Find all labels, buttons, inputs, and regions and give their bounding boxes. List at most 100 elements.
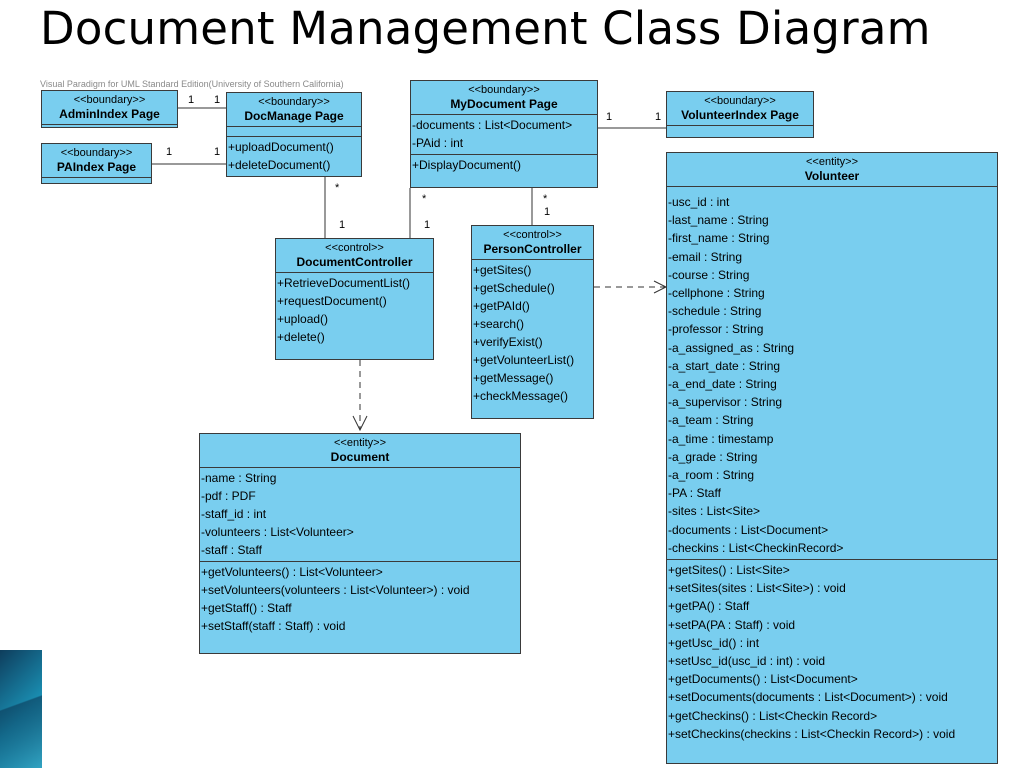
class-name: AdminIndex Page xyxy=(59,107,160,121)
class-person-controller[interactable]: <<control>> PersonController +getSites()… xyxy=(471,225,594,419)
attribute: -sites : List<Site> xyxy=(668,504,761,519)
class-header: <<boundary>> DocManage Page xyxy=(227,93,361,127)
operation: +setUsc_id(usc_id : int) : void xyxy=(668,654,826,669)
attribute: -pdf : PDF xyxy=(201,489,256,503)
operation: +getDocuments() : List<Document> xyxy=(668,672,858,687)
operation: +getUsc_id() : int xyxy=(668,635,760,650)
attribute: -cellphone : String xyxy=(668,286,765,301)
operation: +RetrieveDocumentList() xyxy=(277,276,411,290)
operation: +getVolunteers() : List<Volunteer> xyxy=(201,565,383,579)
attribute: -schedule : String xyxy=(668,304,762,319)
operation: +setPA(PA : Staff) : void xyxy=(668,617,796,632)
class-header: <<control>> DocumentController xyxy=(276,239,433,273)
operation: +uploadDocument() xyxy=(228,140,334,154)
class-name: Document xyxy=(330,450,390,464)
attribute: -name : String xyxy=(201,471,277,485)
operation: +setStaff(staff : Staff) : void xyxy=(201,619,346,633)
class-volunteer[interactable]: <<entity>> Volunteer -usc_id : int -last… xyxy=(666,152,998,764)
attribute: -PA : Staff xyxy=(668,486,721,501)
operation: +deleteDocument() xyxy=(228,158,331,172)
attribute: -documents : List<Document> xyxy=(668,522,829,537)
multiplicity-label: 1 xyxy=(544,206,551,218)
class-header: <<control>> PersonController xyxy=(472,226,593,260)
operation: +getSchedule() xyxy=(473,281,555,295)
stereotype-label: <<entity>> xyxy=(806,156,858,168)
operation: +getCheckins() : List<Checkin Record> xyxy=(668,708,878,723)
multiplicity-label: 1 xyxy=(166,146,173,158)
attribute: -a_time : timestamp xyxy=(668,431,774,446)
class-mydocument-page[interactable]: <<boundary>> MyDocument Page -documents … xyxy=(410,80,598,188)
operation: +upload() xyxy=(277,312,329,326)
class-document-controller[interactable]: <<control>> DocumentController +Retrieve… xyxy=(275,238,434,360)
multiplicity-label: 1 xyxy=(214,146,221,158)
attribute: -checkins : List<CheckinRecord> xyxy=(668,540,844,555)
attributes-section: -name : String -pdf : PDF -staff_id : in… xyxy=(200,468,520,562)
operation: +search() xyxy=(473,317,525,331)
class-header: <<boundary>> VolunteerIndex Page xyxy=(667,92,813,126)
stereotype-label: <<boundary>> xyxy=(468,84,540,96)
attribute: -staff : Staff xyxy=(201,543,262,557)
operation: +getPA() : Staff xyxy=(668,599,750,614)
multiplicity-label: 1 xyxy=(188,94,195,106)
operations-section: +getSites() +getSchedule() +getPAId() +s… xyxy=(472,260,593,407)
operation: +getStaff() : Staff xyxy=(201,601,292,615)
attribute: -PAid : int xyxy=(412,136,464,150)
attribute: -a_assigned_as : String xyxy=(668,340,795,355)
operation: +getSites() xyxy=(473,263,532,277)
attribute: -a_team : String xyxy=(668,413,754,428)
attribute: -a_start_date : String xyxy=(668,358,781,373)
operation: +requestDocument() xyxy=(277,294,387,308)
multiplicity-label: 1 xyxy=(424,219,431,231)
corner-accent-shadow xyxy=(0,650,42,768)
class-name: DocManage Page xyxy=(244,109,344,123)
stereotype-label: <<boundary>> xyxy=(60,147,133,159)
class-admin-index-page[interactable]: <<boundary>> AdminIndex Page xyxy=(41,90,178,128)
class-header: <<entity>> Volunteer xyxy=(667,153,997,187)
operation: +setVolunteers(volunteers : List<Volunte… xyxy=(201,583,470,597)
attribute: -a_room : String xyxy=(668,468,755,483)
attribute: -usc_id : int xyxy=(668,195,730,209)
operation: +getMessage() xyxy=(473,371,554,385)
attribute: -course : String xyxy=(668,267,750,282)
stereotype-label: <<control>> xyxy=(503,229,562,241)
stereotype-label: <<boundary>> xyxy=(73,94,146,106)
class-document[interactable]: <<entity>> Document -name : String -pdf … xyxy=(199,433,521,654)
class-name: VolunteerIndex Page xyxy=(681,108,799,122)
attribute: -a_grade : String xyxy=(668,449,758,464)
multiplicity-label: 1 xyxy=(214,94,221,106)
stereotype-label: <<control>> xyxy=(325,242,384,254)
multiplicity-label: 1 xyxy=(339,219,346,231)
operation: +setDocuments(documents : List<Document>… xyxy=(668,690,948,705)
operation: +getPAId() xyxy=(473,299,530,313)
operations-section: +getVolunteers() : List<Volunteer> +setV… xyxy=(200,562,520,637)
attributes-section xyxy=(227,127,361,137)
attributes-section: -usc_id : int -last_name : String -first… xyxy=(667,187,997,561)
operations-section: +uploadDocument() +deleteDocument() xyxy=(227,137,361,176)
stereotype-label: <<boundary>> xyxy=(704,95,776,107)
class-pa-index-page[interactable]: <<boundary>> PAIndex Page xyxy=(41,143,152,184)
attribute: -volunteers : List<Volunteer> xyxy=(201,525,354,539)
attribute: -a_end_date : String xyxy=(668,377,777,392)
attribute: -email : String xyxy=(668,249,743,264)
class-docmanage-page[interactable]: <<boundary>> DocManage Page +uploadDocum… xyxy=(226,92,362,177)
multiplicity-label: 1 xyxy=(606,111,613,123)
class-name: PersonController xyxy=(483,242,582,256)
class-header: <<boundary>> AdminIndex Page xyxy=(42,91,177,125)
class-name: Volunteer xyxy=(804,169,860,183)
attribute: -a_supervisor : String xyxy=(668,395,783,410)
class-volunteerindex-page[interactable]: <<boundary>> VolunteerIndex Page xyxy=(666,91,814,138)
operation: +DisplayDocument() xyxy=(412,158,522,172)
operation: +checkMessage() xyxy=(473,389,569,403)
slide-title: Document Management Class Diagram xyxy=(40,2,931,55)
class-name: PAIndex Page xyxy=(56,160,137,174)
attribute: -first_name : String xyxy=(668,231,770,246)
operations-section: +getSites() : List<Site> +setSites(sites… xyxy=(667,560,997,745)
operations-section: +DisplayDocument() xyxy=(411,155,597,176)
attribute: -last_name : String xyxy=(668,213,769,228)
class-name: MyDocument Page xyxy=(450,97,558,111)
class-header: <<boundary>> MyDocument Page xyxy=(411,81,597,115)
operation: +verifyExist() xyxy=(473,335,543,349)
stereotype-label: <<boundary>> xyxy=(258,96,330,108)
stereotype-label: <<entity>> xyxy=(334,437,386,449)
attributes-section: -documents : List<Document> -PAid : int xyxy=(411,115,597,155)
